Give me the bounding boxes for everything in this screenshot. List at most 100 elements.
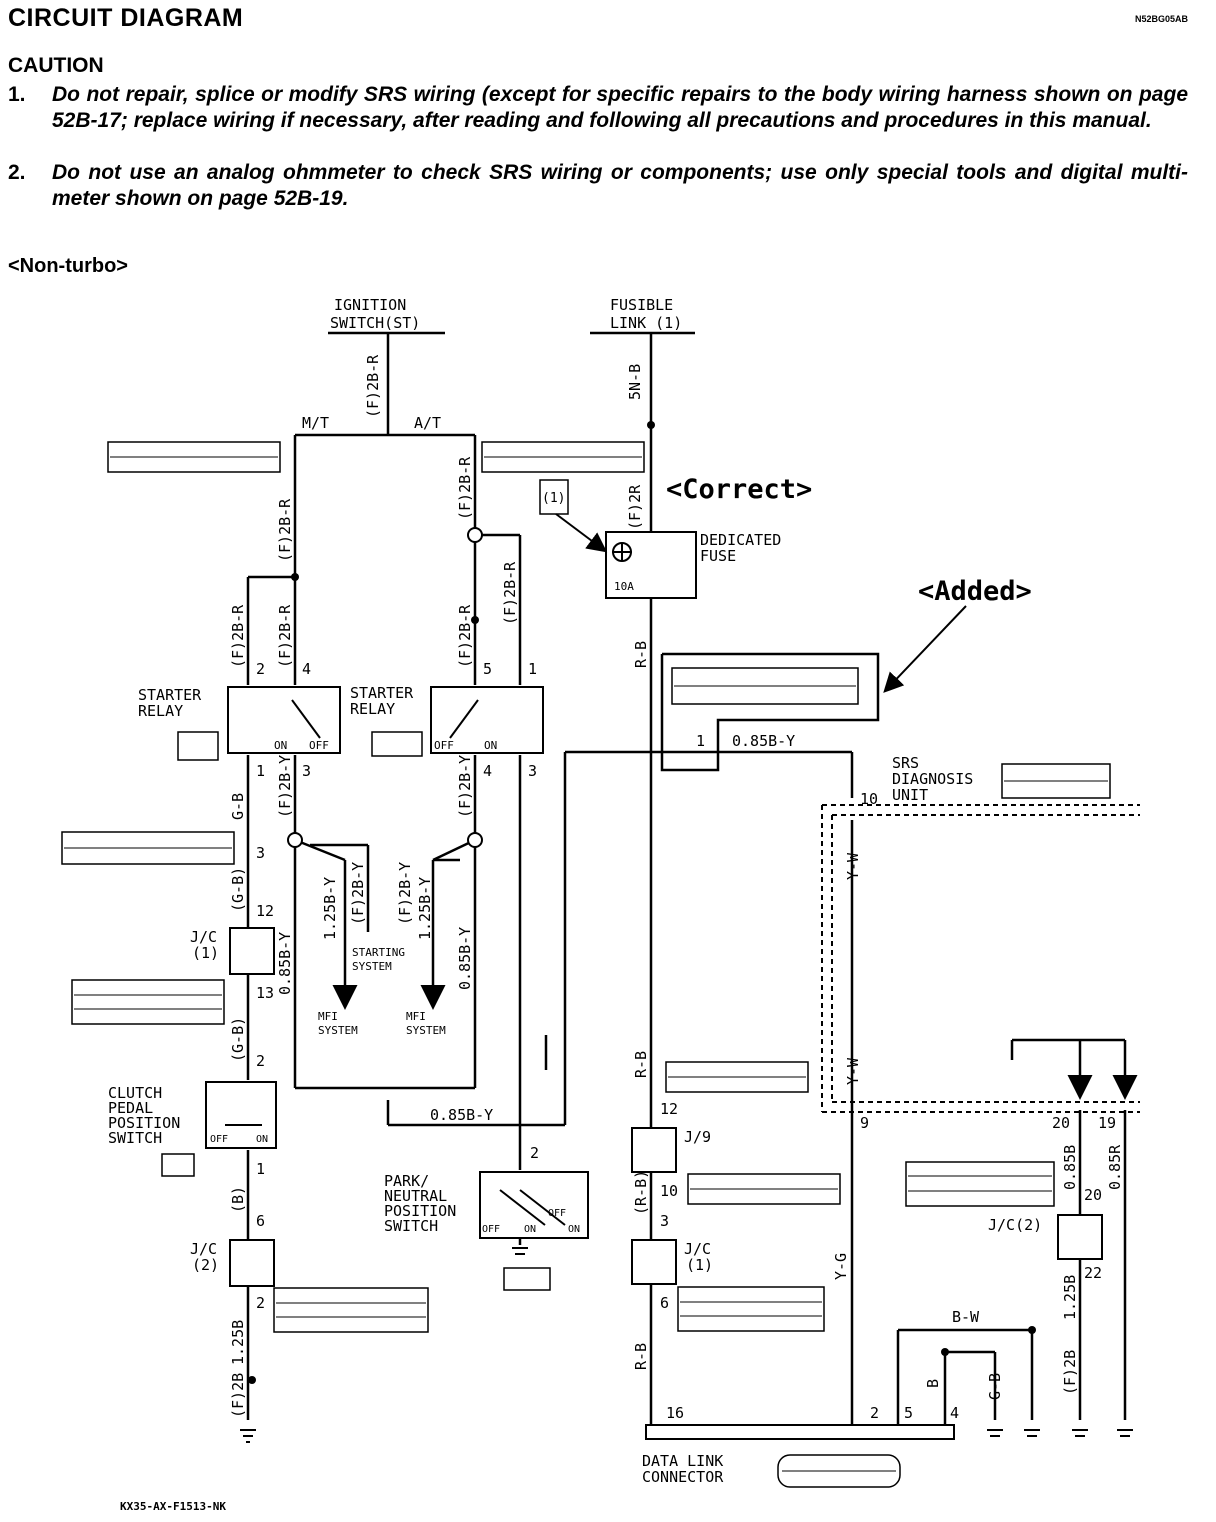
wire-code: (F)2B-R [364, 354, 382, 418]
pin-number: 3 [528, 762, 537, 780]
caution-item-2: 2. Do not use an analog ohmmeter to chec… [8, 160, 1188, 212]
document-code: N52BG05AB [1134, 14, 1188, 24]
pin-number: 4 [302, 660, 311, 678]
callout-arrows [555, 513, 967, 693]
connector-icon [677, 1286, 825, 1332]
label-starting: STARTING [352, 946, 405, 959]
label-starting-system: SYSTEM [352, 960, 392, 973]
label-j9: J/9 [684, 1128, 711, 1146]
wire-code: (F)2B-R [456, 456, 474, 520]
label-fusible: FUSIBLE [610, 296, 673, 314]
pin-number: 5 [483, 660, 492, 678]
label-fusible-link: LINK (1) [610, 314, 682, 332]
pin-number: 19 [1098, 1114, 1116, 1132]
wire-code: G-B [986, 1373, 1004, 1400]
label-mfi-system-2: SYSTEM [406, 1024, 446, 1037]
label-jc2-left-num: (2) [192, 1256, 219, 1274]
label-relay-2: RELAY [350, 700, 395, 718]
wire-code: 5N-B [626, 364, 644, 400]
label-pn-switch: SWITCH [384, 1217, 438, 1235]
wire-code: 1.25B-Y [416, 877, 434, 940]
wire-code: (F)2B [1061, 1350, 1079, 1395]
wire-code: 0.85B-Y [456, 927, 474, 990]
label-pn-position: POSITION [384, 1202, 456, 1220]
label-jc2-right: J/C(2) [988, 1216, 1042, 1234]
label-jc1-right: J/C [684, 1240, 711, 1258]
label-pn-on-1: ON [524, 1224, 536, 1235]
splice-dots [248, 421, 1036, 1384]
relay-contacts [225, 699, 566, 1226]
label-clutch: CLUTCH [108, 1084, 162, 1102]
label-pn-on-2: ON [568, 1224, 580, 1235]
label-starter-relay-1: STARTER [138, 686, 202, 704]
wire-code: (F)2B [229, 1373, 247, 1418]
park-neutral-switch [479, 1171, 589, 1239]
ground-icon [1024, 1429, 1040, 1437]
wire-code: 0.85B-Y [276, 932, 294, 995]
wire-code: 0.85B-Y [430, 1106, 493, 1124]
ground-symbols [240, 1247, 1133, 1443]
pin-number: 4 [950, 1404, 959, 1422]
wire-code: (F)2B-Y [276, 755, 294, 818]
label-neutral: NEUTRAL [384, 1187, 447, 1205]
pin-number: 1 [528, 660, 537, 678]
connector-icon [71, 979, 225, 1025]
wire-code: (B) [229, 1186, 247, 1213]
wire-code: (F)2B-R [501, 561, 519, 625]
label-starter-relay-2: STARTER [350, 684, 414, 702]
fuse-ref-box [539, 479, 569, 515]
label-dedicated: DEDICATED [700, 531, 781, 549]
label-mt: M/T [302, 414, 329, 432]
wire-code: R-B [632, 1051, 650, 1078]
wire-code: G-B [229, 793, 247, 820]
pin-number: 2 [530, 1144, 539, 1162]
wire-code: 1.25B [229, 1320, 247, 1365]
jc1-left [229, 927, 275, 975]
wire-code: (F)2B-R [276, 498, 294, 562]
caution-item-number: 1. [8, 83, 26, 106]
pin-number: 5 [904, 1404, 913, 1422]
label-relay-on-2: ON [484, 739, 497, 752]
label-ignition: IGNITION [334, 296, 406, 314]
clutch-pedal-switch [205, 1081, 277, 1149]
wire-code: B [924, 1379, 942, 1388]
pin-number: 12 [256, 902, 274, 920]
wire-code: R-B [632, 641, 650, 668]
pin-number: 2 [870, 1404, 879, 1422]
connector-icon [503, 1267, 551, 1291]
starter-relay-at [430, 686, 544, 754]
label-ignition-switch: SWITCH(ST) [330, 314, 420, 332]
label-jc1-left: J/C [190, 928, 217, 946]
label-connector: CONNECTOR [642, 1468, 724, 1486]
label-relay-off-1: OFF [309, 739, 329, 752]
pin-number: 3 [302, 762, 311, 780]
connector-icon [177, 731, 219, 761]
wire-code: (F)2B-R [229, 604, 247, 668]
label-relay-1: RELAY [138, 702, 183, 720]
pin-number: 9 [860, 1114, 869, 1132]
wire-code: 0.85R [1106, 1144, 1124, 1190]
pin-number: 4 [483, 762, 492, 780]
pin-number: 1 [256, 1160, 265, 1178]
wire-code: Y-W [844, 852, 862, 880]
label-srs: SRS [892, 754, 919, 772]
label-mfi-1: MFI [318, 1010, 338, 1023]
label-clutch-off: OFF [210, 1134, 228, 1145]
label-fuse-ref: (1) [542, 491, 565, 506]
pin-number: 13 [256, 984, 274, 1002]
label-unit: UNIT [892, 786, 928, 804]
connector-icon [161, 1153, 195, 1177]
figure-code: KX35-AX-F1513-NK [120, 1500, 226, 1513]
pin-number: 2 [256, 1294, 265, 1312]
pin-number: 20 [1052, 1114, 1070, 1132]
caution-item-text: Do not use an analog ohmmeter to check S… [52, 161, 1188, 210]
wire-code: Y-G [832, 1253, 850, 1280]
ground-icon [1117, 1429, 1133, 1437]
wire-code: Y-W [844, 1057, 862, 1085]
srs-unit-outline [821, 804, 1140, 1113]
pin-number: 6 [256, 1212, 265, 1230]
callout-correct: <Correct> [666, 474, 812, 505]
label-mfi-system-1: SYSTEM [318, 1024, 358, 1037]
pin-number: 10 [860, 790, 878, 808]
